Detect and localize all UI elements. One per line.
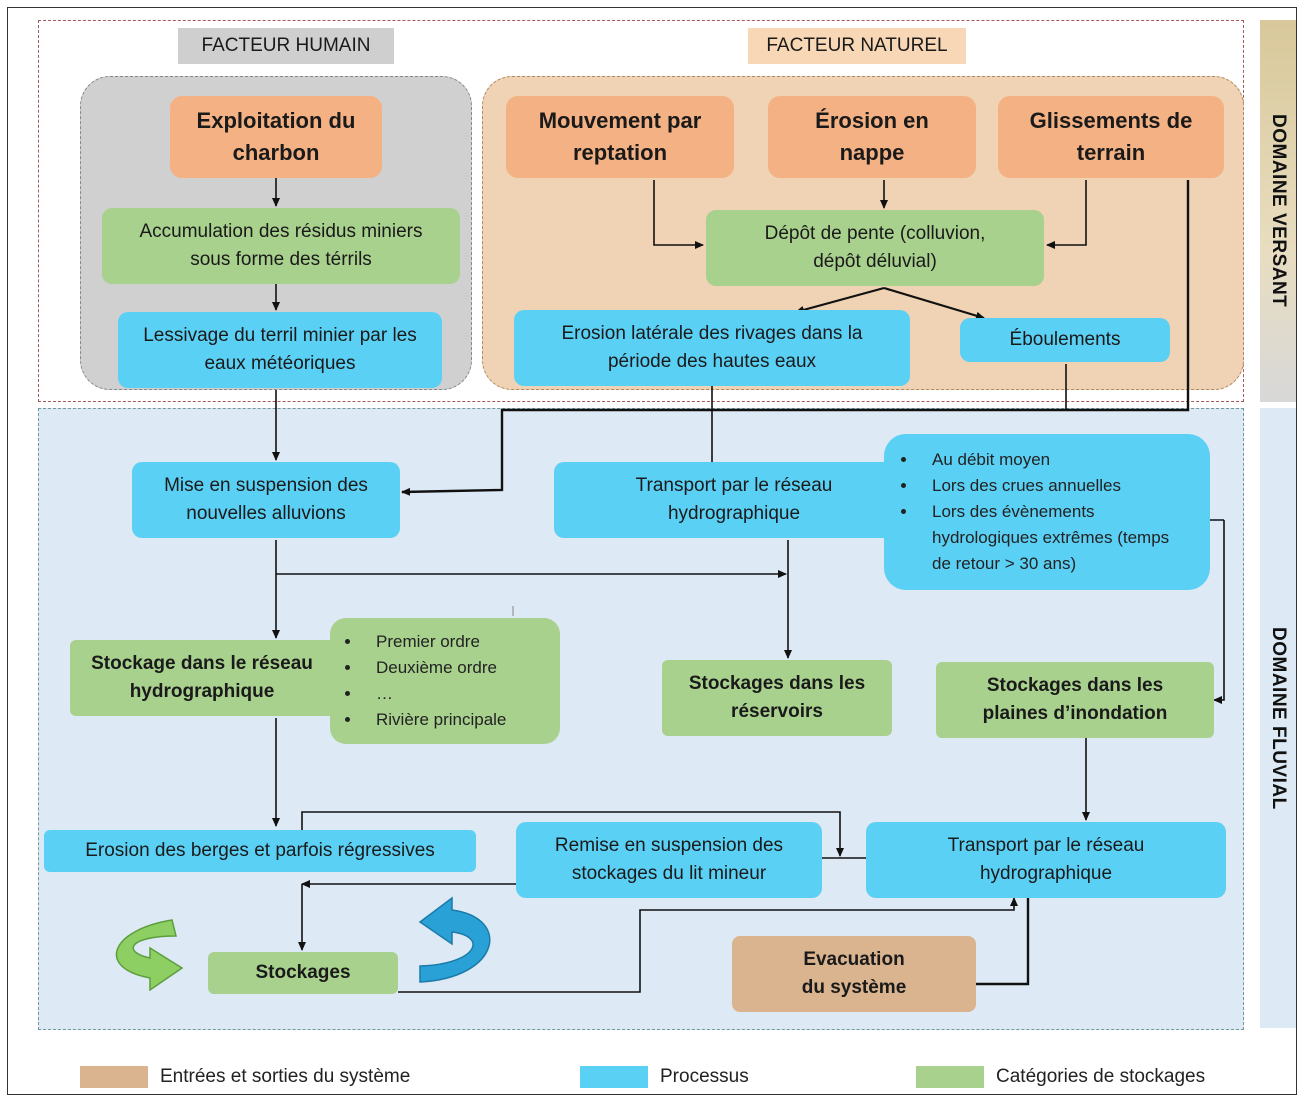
versant-domain-label: DOMAINE VERSANT: [1268, 114, 1289, 308]
stream-order-item: Deuxième ordre: [362, 655, 506, 681]
fluvial-domain-label: DOMAINE FLUVIAL: [1268, 626, 1289, 810]
node-stockages-plaines: Stockages dans les plaines d’inondation: [936, 662, 1214, 738]
legend-storage: Catégories de stockages: [916, 1066, 1205, 1088]
human-factor-header: FACTEUR HUMAIN: [178, 28, 394, 64]
node-depot-pente: Dépôt de pente (colluvion, dépôt déluvia…: [706, 210, 1044, 286]
flow-conditions-list: Au débit moyen Lors des crues annuelles …: [884, 447, 1188, 577]
node-stockage-reseau: Stockage dans le réseau hydrographique: [70, 640, 334, 716]
green-cycle-arrow-icon: [115, 919, 184, 992]
fluvial-side-bar: [1260, 408, 1296, 1028]
stream-order-item: Premier ordre: [362, 629, 506, 655]
node-erosion-nappe: Érosion en nappe: [768, 96, 976, 178]
node-eboulements: Éboulements: [960, 318, 1170, 362]
legend-process: Processus: [580, 1066, 749, 1088]
flow-condition-item: Au débit moyen: [918, 447, 1188, 473]
node-erosion-berges: Erosion des berges et parfois régressive…: [44, 830, 476, 872]
legend-input-output: Entrées et sorties du système: [80, 1066, 410, 1088]
node-evacuation: Evacuation du système: [732, 936, 976, 1012]
legend-label: Entrées et sorties du système: [160, 1066, 411, 1087]
natural-factor-header: FACTEUR NATUREL: [748, 28, 966, 64]
node-erosion-laterale: Erosion latérale des rivages dans la pér…: [514, 310, 910, 386]
node-exploitation: Exploitation du charbon: [170, 96, 382, 178]
node-mouvement: Mouvement par reptation: [506, 96, 734, 178]
legend-label: Processus: [660, 1066, 749, 1087]
node-accumulation: Accumulation des résidus miniers sous fo…: [102, 208, 460, 284]
flow-condition-item: Lors des crues annuelles: [918, 473, 1188, 499]
stream-order-item: …: [362, 681, 506, 707]
stream-orders-box: Premier ordre Deuxième ordre … Rivière p…: [330, 618, 560, 744]
flow-conditions-box: Au débit moyen Lors des crues annuelles …: [884, 434, 1210, 590]
legend-label: Catégories de stockages: [996, 1066, 1206, 1087]
node-transport-1: Transport par le réseau hydrographique: [554, 462, 914, 538]
versant-side-bar: [1260, 20, 1296, 402]
node-transport-2: Transport par le réseau hydrographique: [866, 822, 1226, 898]
node-stockages-reservoirs: Stockages dans les réservoirs: [662, 660, 892, 736]
stream-orders-list: Premier ordre Deuxième ordre … Rivière p…: [330, 629, 506, 733]
node-remise-suspension: Remise en suspension des stockages du li…: [516, 822, 822, 898]
blue-cycle-arrow-icon: [418, 896, 491, 983]
legend-swatch: [580, 1066, 648, 1088]
figure-frame: [7, 7, 1297, 1095]
flow-condition-item: Lors des évènements hydrologiques extrêm…: [918, 499, 1188, 577]
node-stockages: Stockages: [208, 952, 398, 994]
node-lessivage: Lessivage du terril minier par les eaux …: [118, 312, 442, 388]
node-glissements: Glissements de terrain: [998, 96, 1224, 178]
legend-swatch: [916, 1066, 984, 1088]
legend-swatch: [80, 1066, 148, 1088]
node-mise-suspension: Mise en suspension des nouvelles alluvio…: [132, 462, 400, 538]
stream-order-item: Rivière principale: [362, 707, 506, 733]
